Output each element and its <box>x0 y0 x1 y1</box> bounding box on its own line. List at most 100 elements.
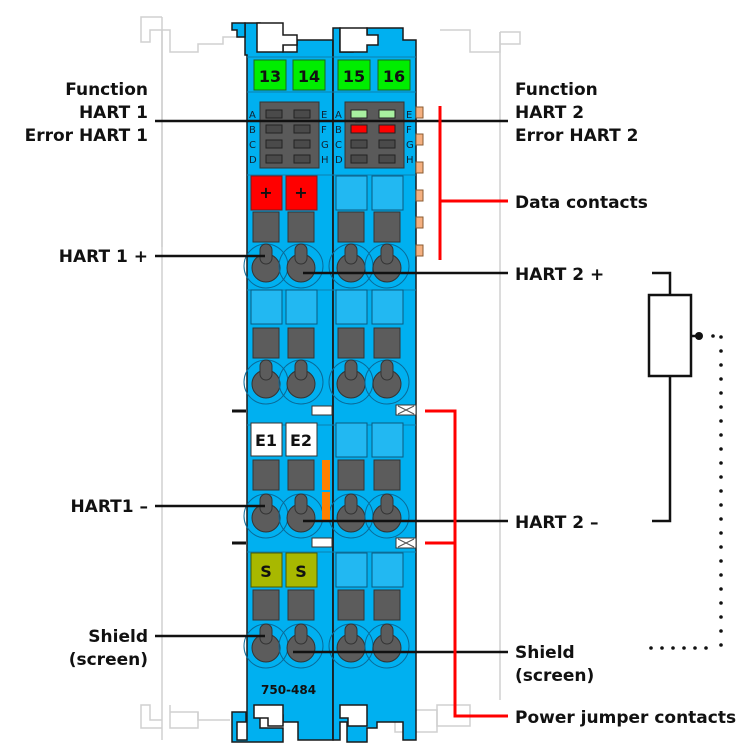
spring-clamp[interactable] <box>251 493 281 533</box>
red-callouts <box>425 106 508 718</box>
dot <box>719 559 723 563</box>
top-markers: 13 14 15 16 <box>253 59 411 91</box>
spring-clamp[interactable] <box>336 623 366 663</box>
dot <box>719 587 723 591</box>
spring-clamp[interactable] <box>251 359 281 399</box>
marker-plus-1: + <box>250 175 283 211</box>
marker-14: 14 <box>292 59 326 91</box>
led-red <box>350 124 368 134</box>
spring-clamp[interactable] <box>286 243 316 283</box>
power-jumper-bracket <box>425 409 508 718</box>
led-off <box>350 139 368 149</box>
dot <box>671 646 675 650</box>
marker-plus-2: + <box>285 175 318 211</box>
svg-text:F: F <box>321 125 327 136</box>
spring-clamp[interactable] <box>251 243 281 283</box>
svg-text:G: G <box>321 140 329 151</box>
svg-text:16: 16 <box>383 67 405 86</box>
dot <box>719 475 723 479</box>
dot <box>719 377 723 381</box>
push-button[interactable] <box>373 459 401 491</box>
spring-clamp[interactable] <box>372 359 402 399</box>
markers-plus: + + <box>250 175 318 211</box>
led-green <box>378 109 396 119</box>
marker-blank <box>371 289 404 325</box>
led-off <box>378 154 396 164</box>
push-button[interactable] <box>373 211 401 243</box>
spring-clamp[interactable] <box>336 493 366 533</box>
push-button[interactable] <box>252 327 280 359</box>
marker-15: 15 <box>337 59 371 91</box>
spring-clamp[interactable] <box>336 243 366 283</box>
spring-clamp[interactable] <box>286 493 316 533</box>
markers-e: E1 E2 <box>250 422 318 457</box>
dot <box>719 489 723 493</box>
marker-blank <box>371 175 404 211</box>
data-contacts <box>415 106 424 257</box>
push-button[interactable] <box>287 459 315 491</box>
spring-clamp[interactable] <box>372 623 402 663</box>
led-green <box>350 109 368 119</box>
marker-e1: E1 <box>250 422 283 457</box>
push-button[interactable] <box>252 589 280 621</box>
svg-text:G: G <box>406 140 414 151</box>
svg-text:S: S <box>295 562 307 581</box>
marker-blank <box>335 422 368 458</box>
dot <box>719 629 723 633</box>
led-off <box>265 109 283 119</box>
svg-text:H: H <box>406 155 414 166</box>
push-button[interactable] <box>287 211 315 243</box>
led-off <box>293 139 311 149</box>
push-button[interactable] <box>337 589 365 621</box>
labels-right: Function HART 2 Error HART 2 Data contac… <box>515 80 736 728</box>
dot <box>660 646 664 650</box>
spring-clamp[interactable] <box>251 623 281 663</box>
led-off <box>293 109 311 119</box>
markers-shield: S S <box>250 552 318 588</box>
svg-text:A: A <box>335 110 342 121</box>
dot <box>719 615 723 619</box>
label-function-hart1: Function <box>65 80 148 100</box>
push-button[interactable] <box>337 327 365 359</box>
power-jumper-contact-top <box>395 404 417 416</box>
svg-text:E: E <box>406 110 412 121</box>
label-hart1-plus: HART 1 + <box>59 247 148 267</box>
din-rail <box>140 16 521 740</box>
svg-text:C: C <box>335 140 342 151</box>
spring-clamp[interactable] <box>372 493 402 533</box>
dot <box>719 363 723 367</box>
push-button[interactable] <box>337 459 365 491</box>
svg-text:S: S <box>260 562 272 581</box>
push-button[interactable] <box>252 211 280 243</box>
dot <box>719 391 723 395</box>
push-button[interactable] <box>373 327 401 359</box>
dot <box>719 419 723 423</box>
spring-clamp[interactable] <box>286 359 316 399</box>
dot <box>719 405 723 409</box>
push-button[interactable] <box>337 211 365 243</box>
push-button[interactable] <box>287 589 315 621</box>
dot <box>719 517 723 521</box>
led-off <box>265 139 283 149</box>
led-panel-right: A B C D E F G H <box>335 101 414 169</box>
marker-blank <box>335 289 368 325</box>
marker-16: 16 <box>377 59 411 91</box>
label-function-hart2: Function <box>515 80 598 100</box>
dot <box>719 531 723 535</box>
led-off <box>293 124 311 134</box>
led-off <box>378 139 396 149</box>
push-button[interactable] <box>252 459 280 491</box>
dot <box>719 447 723 451</box>
svg-text:A: A <box>249 110 256 121</box>
label-hart1-minus: HART1 – <box>70 497 148 517</box>
dot <box>719 461 723 465</box>
spring-clamp[interactable] <box>336 359 366 399</box>
push-button[interactable] <box>373 589 401 621</box>
spring-clamp[interactable] <box>286 623 316 663</box>
led-red <box>378 124 396 134</box>
potentiometer-symbol <box>647 271 703 523</box>
push-button[interactable] <box>287 327 315 359</box>
svg-text:HART 1: HART 1 <box>79 103 148 123</box>
svg-text:F: F <box>406 125 412 136</box>
spring-clamp[interactable] <box>372 243 402 283</box>
